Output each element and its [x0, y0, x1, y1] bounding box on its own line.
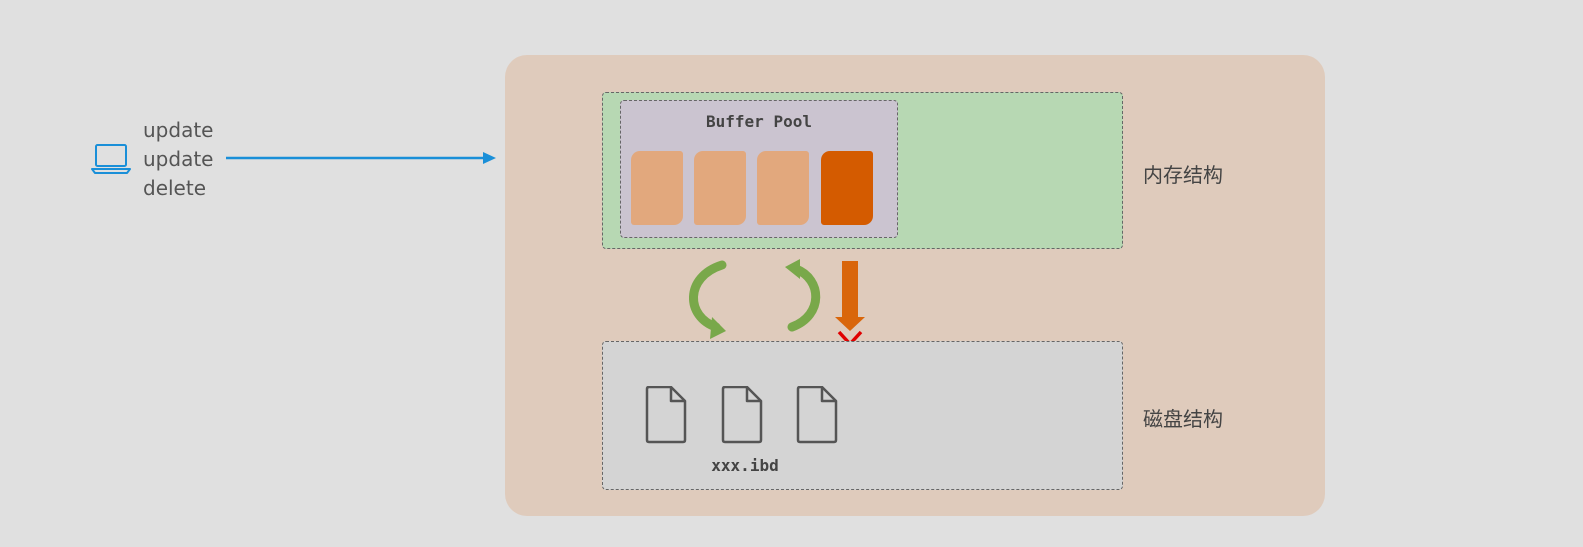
file-icon: [796, 386, 838, 444]
sql-statement: update: [143, 118, 214, 142]
sql-statement: delete: [143, 176, 207, 200]
load-arrowhead: [710, 317, 726, 339]
disk-structure-label: 磁盘结构: [1143, 407, 1223, 431]
flush-arrow-icon: [842, 261, 858, 317]
memory-structure-label: 内存结构: [1143, 163, 1223, 187]
load-arrow-icon: [689, 260, 727, 332]
laptop-icon: [91, 144, 131, 174]
buffer-page: [631, 151, 683, 225]
sql-statement: update: [143, 147, 214, 171]
buffer-page: [694, 151, 746, 225]
flush-sync-arrow-icon: [787, 264, 821, 332]
file-icon: [721, 386, 763, 444]
buffer-page: [757, 151, 809, 225]
file-icon: [645, 386, 687, 444]
buffer-pool-title: Buffer Pool: [706, 112, 812, 131]
ibd-file-label: xxx.ibd: [711, 456, 779, 475]
sql-statements: update update delete: [143, 116, 213, 203]
flush-arrowhead: [835, 317, 865, 331]
flush-sync-arrowhead: [785, 259, 800, 279]
request-arrow: [226, 152, 496, 164]
disk-structure-area: [602, 341, 1123, 490]
dirty-buffer-page: [821, 151, 873, 225]
